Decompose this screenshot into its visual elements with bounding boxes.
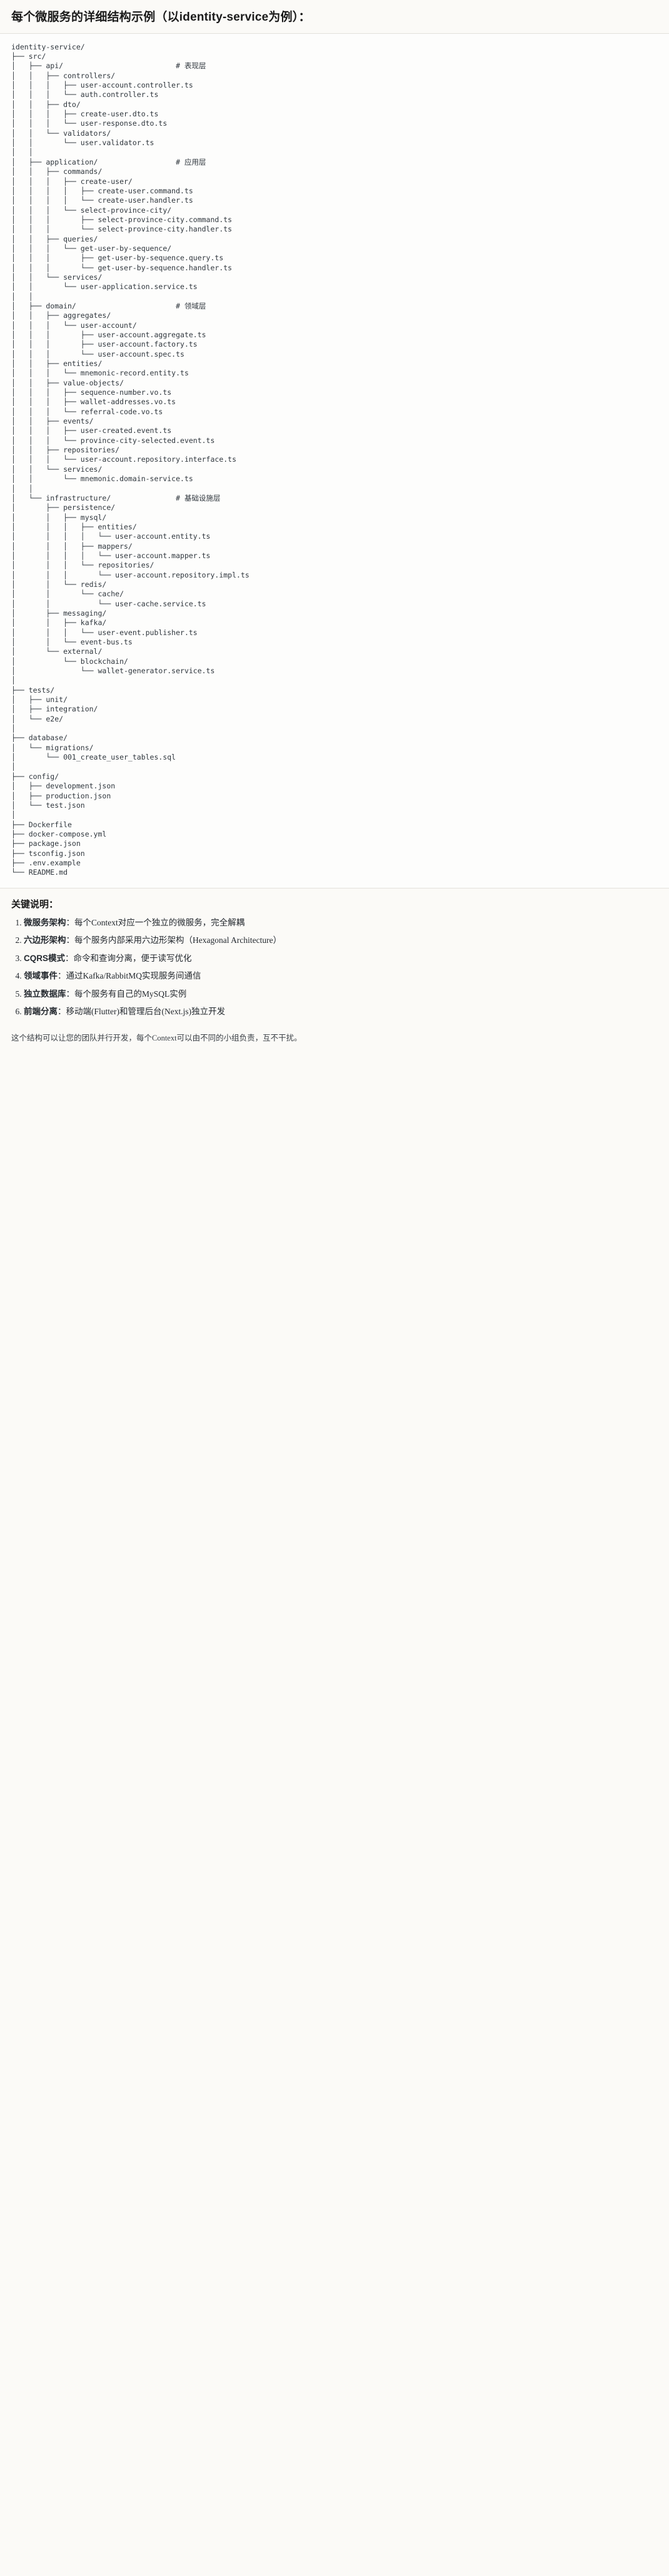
directory-tree-block: identity-service/ ├── src/ │ ├── api/ # …: [0, 33, 669, 888]
page-title: 每个微服务的详细结构示例（以identity-service为例）：: [11, 11, 311, 24]
key-sep: ：: [66, 917, 75, 927]
key-sep: ：: [66, 989, 75, 999]
key-points-section: 关键说明： 微服务架构：每个Context对应一个独立的微服务，完全解耦 六边形…: [0, 888, 669, 1027]
directory-tree: identity-service/ ├── src/ │ ├── api/ # …: [11, 42, 249, 877]
key-desc: 每个服务内部采用六边形架构（Hexagonal Architecture）: [74, 935, 282, 945]
list-item: CQRS模式：命令和查询分离，便于读写优化: [24, 952, 658, 965]
key-sep: ：: [58, 971, 66, 981]
list-item: 六边形架构：每个服务内部采用六边形架构（Hexagonal Architectu…: [24, 934, 658, 947]
key-term: 独立数据库: [24, 989, 66, 999]
title-divider: [0, 33, 669, 34]
list-item: 前端分离：移动端(Flutter)和管理后台(Next.js)独立开发: [24, 1005, 658, 1018]
key-term: 微服务架构: [24, 917, 66, 927]
key-desc: 每个Context对应一个独立的微服务，完全解耦: [74, 917, 245, 927]
key-sep: ：: [58, 1007, 66, 1017]
document-page: 每个微服务的详细结构示例（以identity-service为例）： ident…: [0, 0, 669, 1054]
key-sep: ：: [66, 935, 75, 945]
list-item: 微服务架构：每个Context对应一个独立的微服务，完全解耦: [24, 917, 658, 929]
key-desc: 每个服务有自己的MySQL实例: [74, 989, 187, 999]
key-term: 前端分离: [24, 1007, 58, 1017]
key-points-title: 关键说明：: [11, 899, 59, 910]
key-desc: 通过Kafka/RabbitMQ实现服务间通信: [66, 971, 201, 981]
key-desc: 命令和查询分离，便于读写优化: [73, 953, 192, 963]
key-points-list: 微服务架构：每个Context对应一个独立的微服务，完全解耦 六边形架构：每个服…: [11, 917, 658, 1018]
key-term: CQRS模式: [24, 953, 66, 963]
list-item: 领域事件：通过Kafka/RabbitMQ实现服务间通信: [24, 970, 658, 982]
list-item: 独立数据库：每个服务有自己的MySQL实例: [24, 988, 658, 1000]
key-sep: ：: [65, 953, 74, 963]
closing-paragraph: 这个结构可以让您的团队并行开发，每个Context可以由不同的小组负责，互不干扰…: [11, 1033, 302, 1042]
key-term: 领域事件: [24, 971, 58, 981]
key-term: 六边形架构: [24, 935, 66, 945]
key-desc: 移动端(Flutter)和管理后台(Next.js)独立开发: [66, 1007, 226, 1017]
